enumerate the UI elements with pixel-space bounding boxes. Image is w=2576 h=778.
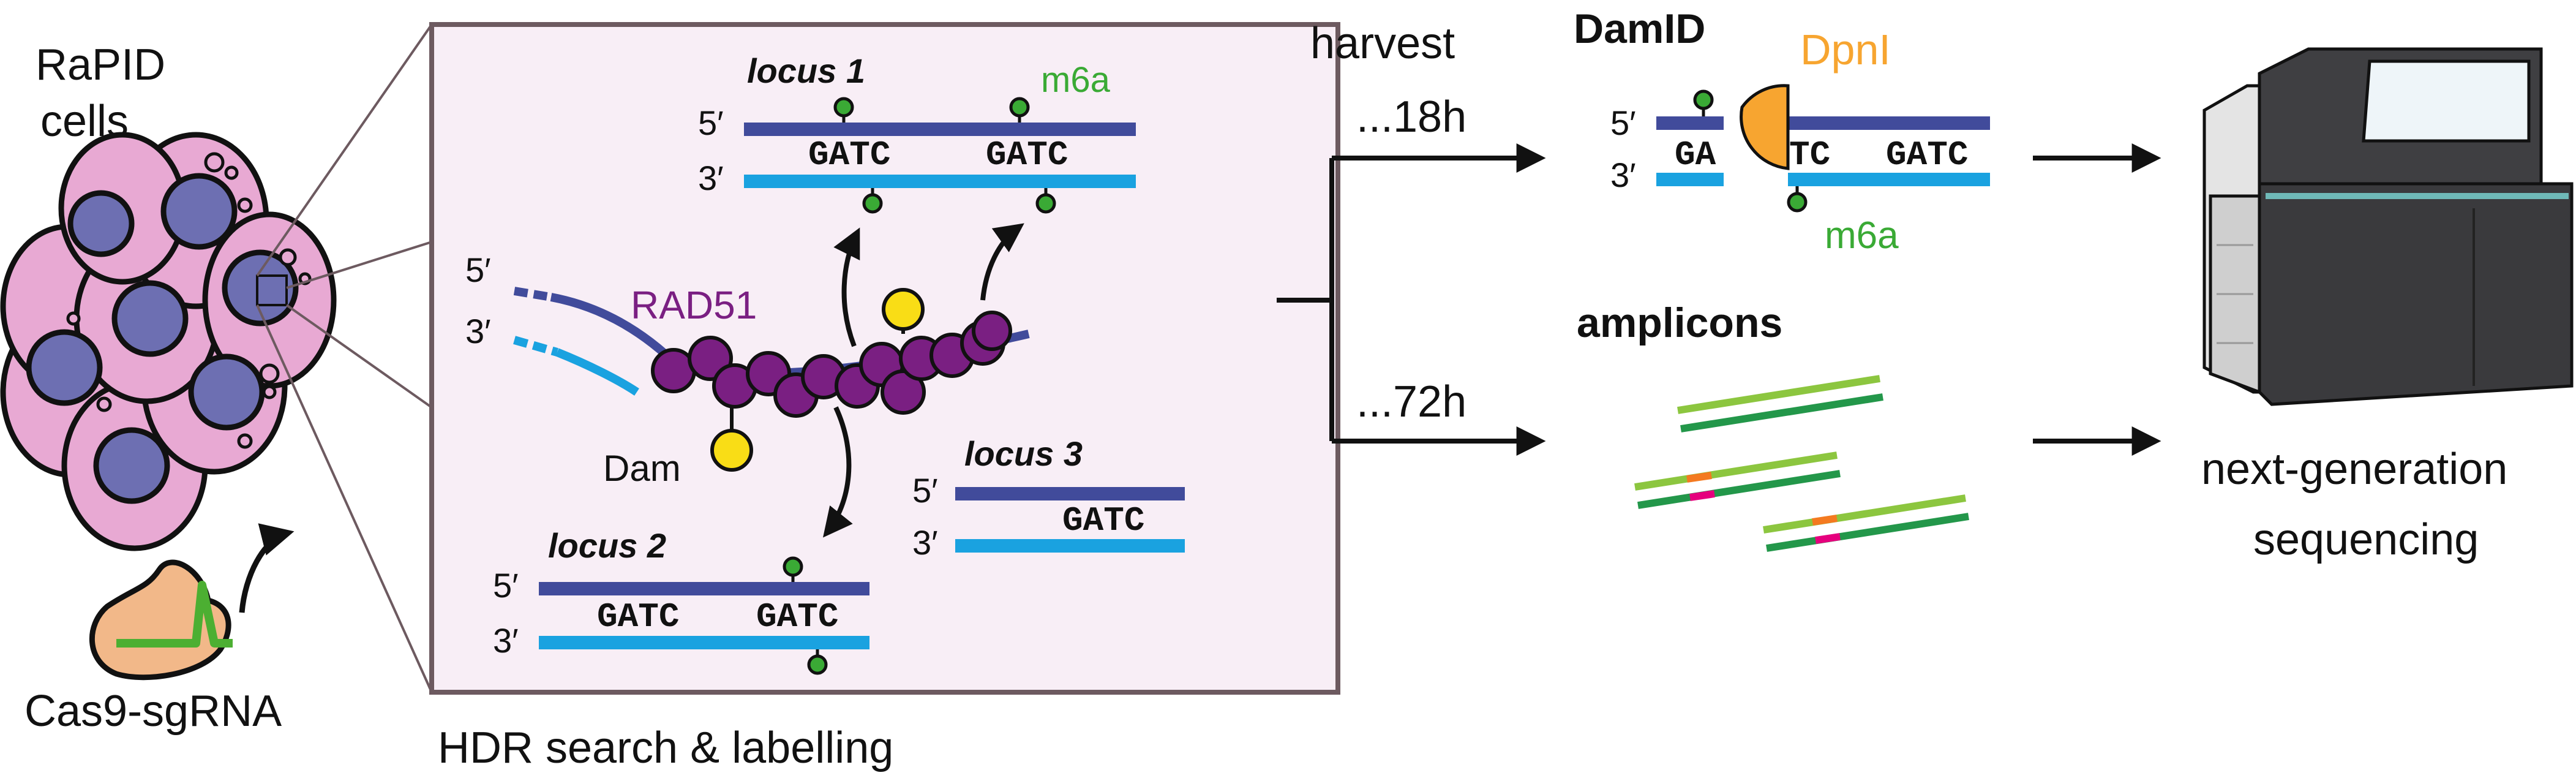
rad51-label: RAD51 [631, 283, 757, 327]
locus2-label: locus 2 [548, 526, 666, 565]
dam-label: Dam [603, 448, 681, 489]
locus2-gatc-2: GATC [756, 597, 838, 636]
locus3-3prime: 3′ [912, 523, 938, 562]
sequencer-icon [2202, 47, 2574, 406]
rapid-label-line1: RaPID [36, 40, 165, 89]
cell-cluster-icon [0, 132, 337, 551]
zoom-box [256, 274, 288, 306]
damid-ga: GA [1675, 135, 1716, 175]
search-arrow-locus2 [823, 406, 853, 538]
branch-arrows [1277, 143, 1546, 456]
locus1-gatc-2: GATC [986, 135, 1068, 175]
ngs-label-line2: sequencing [2253, 515, 2479, 564]
locus2-5prime: 5′ [493, 566, 519, 605]
locus1-label: locus 1 [747, 51, 865, 90]
filament-3prime: 3′ [465, 312, 491, 350]
damid-section: DamID DpnI 5′ 3′ GA TC GATC m6a [1574, 6, 1990, 257]
ngs-label-line1: next-generation [2201, 445, 2507, 494]
dam-protein [710, 288, 925, 472]
locus-3: locus 3 5′ 3′ GATC [912, 434, 1185, 562]
damid-tc: TC [1789, 135, 1830, 175]
hdr-label: HDR search & labelling [438, 723, 893, 772]
rad51-filament: 5′ 3′ RAD51 Dam [465, 251, 1030, 489]
damid-3prime: 3′ [1610, 156, 1636, 194]
damid-5prime: 5′ [1610, 104, 1636, 142]
locus1-gatc-1: GATC [808, 135, 890, 175]
dpni-label: DpnI [1800, 26, 1891, 74]
locus3-label: locus 3 [964, 434, 1083, 473]
locus1-3prime: 3′ [698, 159, 724, 197]
amplicons-section: amplicons [1577, 300, 1969, 552]
cas9-label: Cas9-sgRNA [24, 687, 282, 736]
locus-2: locus 2 5′ 3′ GATC GATC [493, 526, 869, 675]
damid-m6a-label: m6a [1825, 214, 1899, 257]
damid-label: DamID [1574, 6, 1705, 52]
harvest-label: harvest [1310, 19, 1455, 68]
time-18h-label: ...18h [1356, 93, 1466, 142]
filament-5prime: 5′ [465, 251, 491, 289]
locus1-5prime: 5′ [698, 104, 724, 142]
locus3-gatc: GATC [1062, 501, 1144, 540]
cas9-icon [89, 559, 233, 681]
search-arrow-locus1a [833, 227, 860, 347]
locus2-3prime: 3′ [493, 621, 519, 660]
time-72h-label: ...72h [1356, 377, 1466, 426]
locus2-gatc-1: GATC [597, 597, 679, 636]
dpni-enzyme-icon [1740, 84, 1790, 170]
locus-1: locus 1 m6a 5′ 3′ GATC GATC [698, 51, 1136, 214]
locus3-5prime: 5′ [912, 471, 938, 510]
cas9-arrow [239, 523, 295, 613]
damid-gatc: GATC [1886, 135, 1968, 175]
locus1-m6a-label: m6a [1041, 60, 1111, 100]
search-arrow-locus1b [980, 223, 1024, 301]
amplicons-label: amplicons [1577, 300, 1782, 346]
